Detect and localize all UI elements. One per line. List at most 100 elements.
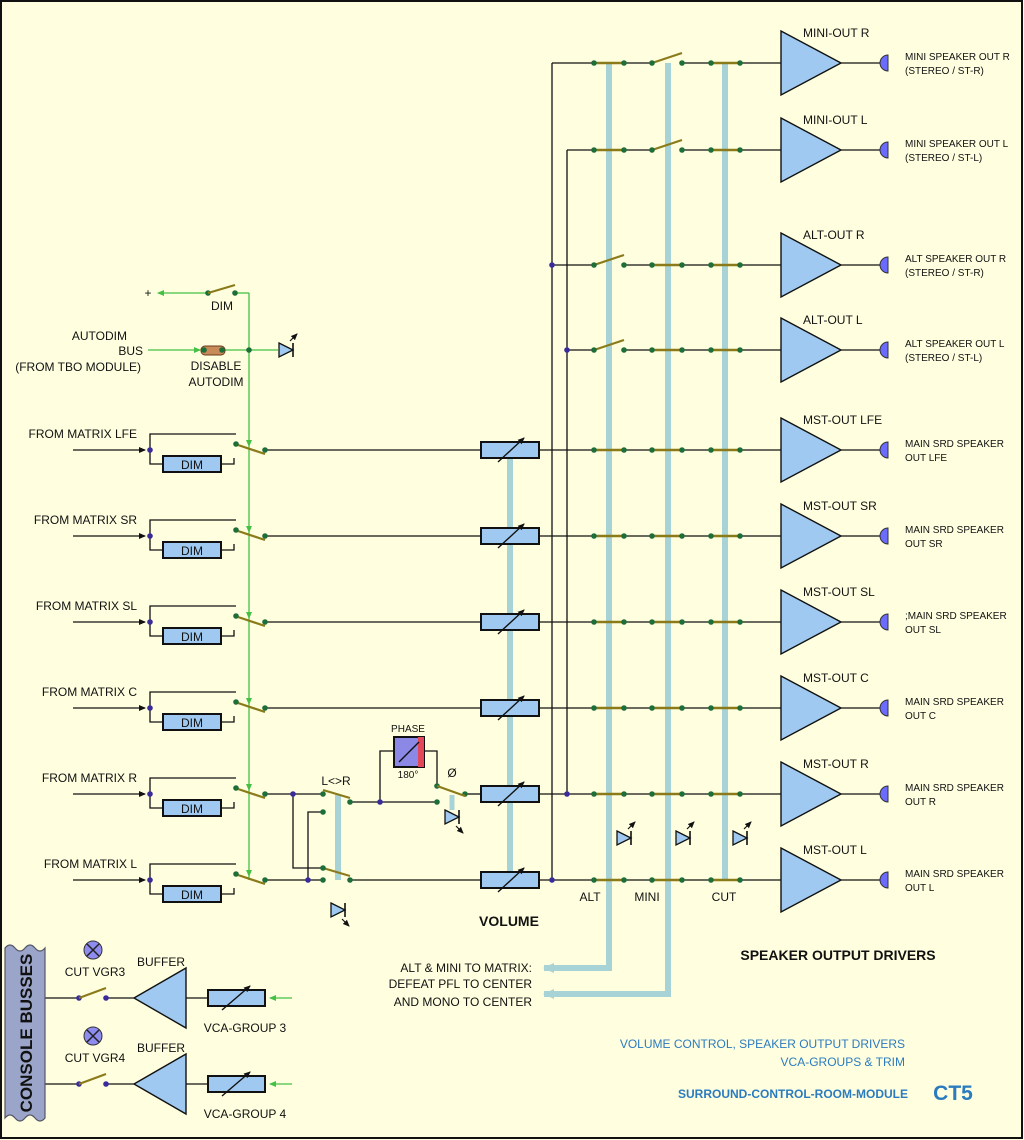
cut-vgr-switch [78, 1072, 107, 1086]
junction-dot [649, 447, 655, 453]
junction-dot [679, 147, 685, 153]
output-amp-8 [780, 760, 843, 828]
junction-dot [262, 447, 268, 453]
bus-bar-layer [335, 63, 728, 999]
phase-led [444, 808, 464, 834]
input-label-5: FROM MATRIX L [44, 857, 137, 871]
disable-label-1: DISABLE [191, 359, 242, 373]
dest-label-3-a: ALT SPEAKER OUT L [905, 339, 1005, 350]
junction-dot [621, 447, 627, 453]
output-amp-9 [780, 846, 843, 914]
disable-label-2: AUTODIM [188, 375, 243, 389]
junction-dot [347, 799, 353, 805]
dim-pad-label-1: DIM [181, 544, 203, 558]
alt-led [616, 821, 636, 847]
dim-pad [162, 713, 222, 731]
junction-dot [621, 705, 627, 711]
output-jack-1 [879, 141, 889, 159]
junction-dot [233, 527, 239, 533]
input-label-3: FROM MATRIX C [42, 685, 137, 699]
dim-pad-wire [221, 630, 235, 637]
autodim-label-1: AUTODIM [72, 329, 127, 343]
footer-module: SURROUND-CONTROL-ROOM-MODULE [678, 1087, 908, 1101]
amp-label-0: MINI-OUT R [803, 26, 870, 40]
swap-led [330, 901, 350, 927]
junction-dot [737, 619, 743, 625]
dim-pad-wire [221, 716, 235, 723]
junction-dot [737, 262, 743, 268]
junction-dot [649, 60, 655, 66]
pot-wiper-arrow [497, 609, 525, 635]
dest-label-9-b: OUT L [905, 883, 935, 894]
junction-dot [708, 877, 714, 883]
junction-dot [591, 705, 597, 711]
junction-dot [679, 877, 685, 883]
output-amp-0 [780, 29, 843, 97]
autodim-label-2: BUS [118, 344, 143, 358]
pot-wiper-arrow [497, 781, 525, 807]
disable-autodim-jumper [200, 345, 226, 356]
cut-lamp-cross [86, 1029, 100, 1043]
dim-bypass-wire [149, 605, 236, 622]
vca-trim-arrow [221, 1071, 251, 1097]
volume-label: VOLUME [479, 913, 539, 929]
phase-switch [436, 784, 466, 798]
led-arrow [341, 918, 350, 927]
junction-dot [737, 533, 743, 539]
junction-dot [737, 705, 743, 711]
led-triangle [278, 341, 295, 359]
dest-label-8-b: OUT R [905, 797, 936, 808]
output-jack-6 [879, 613, 889, 631]
led-triangle [616, 829, 633, 847]
dest-label-2-a: ALT SPEAKER OUT R [905, 254, 1006, 265]
output-jack-5 [879, 527, 889, 545]
cut-vgr-label-0: CUT VGR3 [65, 965, 126, 979]
dim-pad [162, 885, 222, 903]
autodim-label-3: (FROM TBO MODULE) [15, 360, 141, 374]
led-arrow [455, 825, 464, 834]
input-node [147, 533, 153, 539]
dim-pad-label-2: DIM [181, 630, 203, 644]
junction-dot [591, 791, 597, 797]
dim-pad-wire [221, 544, 235, 551]
vca-group-label-1: VCA-GROUP 4 [204, 1107, 287, 1121]
output-jack-8 [879, 785, 889, 803]
dim-switch [207, 283, 236, 295]
junction-dot [708, 262, 714, 268]
junction-dot [262, 877, 268, 883]
junction-dot [591, 877, 597, 883]
dest-label-7-b: OUT C [905, 711, 936, 722]
junction-dot [679, 60, 685, 66]
junction-dot [708, 60, 714, 66]
junction-dot [320, 865, 326, 871]
led-triangle [675, 829, 692, 847]
input-node [147, 791, 153, 797]
junction-dot [649, 347, 655, 353]
junction-dot [708, 147, 714, 153]
junction-dot [549, 877, 555, 883]
junction-dot [564, 791, 570, 797]
junction-dot [233, 785, 239, 791]
junction-dot [708, 347, 714, 353]
junction-dot [679, 533, 685, 539]
junction-dot [621, 791, 627, 797]
output-amp-7 [780, 674, 843, 742]
junction-dot [103, 995, 109, 1001]
dim-selector-switch [234, 700, 266, 714]
l-cross-wire [307, 811, 323, 880]
input-node [147, 705, 153, 711]
dim-pad-wire [221, 888, 235, 895]
dim-pad-label-0: DIM [181, 458, 203, 472]
junction-dot [649, 262, 655, 268]
input-node [147, 447, 153, 453]
phase-glyph [398, 741, 420, 763]
junction-dot [262, 619, 268, 625]
junction-dot [591, 533, 597, 539]
vca-buffer-amp [132, 1052, 187, 1116]
junction-dot [649, 877, 655, 883]
r-cross-wire [292, 794, 323, 869]
junction-dot [679, 347, 685, 353]
junction-dot [649, 619, 655, 625]
